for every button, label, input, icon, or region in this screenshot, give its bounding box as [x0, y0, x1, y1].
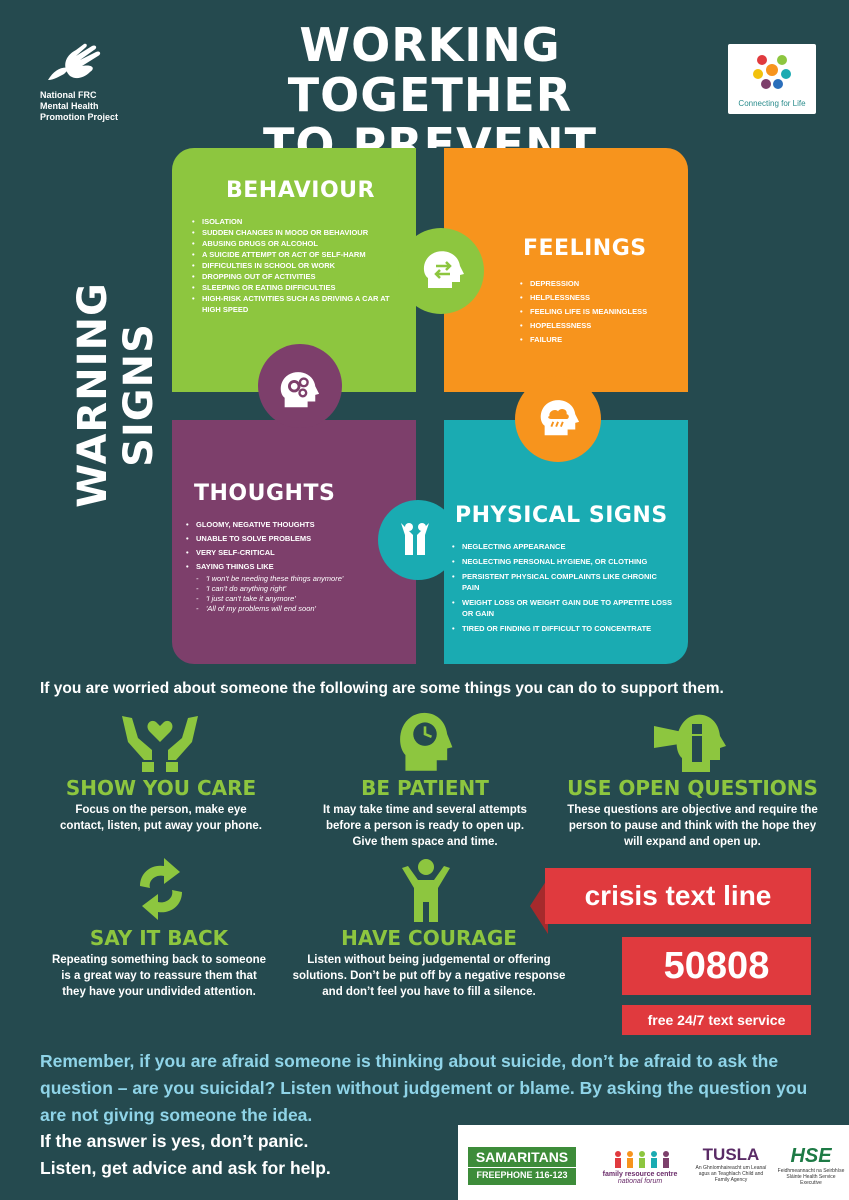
- remember-text: Remember, if you are afraid someone is t…: [40, 1051, 808, 1125]
- frc-sub: national forum: [617, 1178, 663, 1185]
- list-item: HELPLESSNESS: [520, 291, 680, 305]
- list-item: HOPELESSNESS: [520, 319, 680, 333]
- after-line2: Listen, get advice and ask for help.: [40, 1158, 331, 1178]
- samaritans-phone: FREEPHONE 116-123: [468, 1167, 576, 1182]
- have-courage-desc: Listen without being judgemental or offe…: [292, 954, 566, 998]
- quote-item: 'All of my problems will end soon': [186, 604, 376, 614]
- tusla-name: TUSLA: [702, 1145, 760, 1164]
- puzzle-gap-horizontal: [172, 392, 688, 420]
- org-logo: National FRC Mental Health Promotion Pro…: [40, 40, 150, 123]
- physical-list: NEGLECTING APPEARANCE NEGLECTING PERSONA…: [452, 541, 672, 634]
- list-item: ISOLATION: [192, 216, 402, 227]
- feelings-piece: [444, 148, 688, 392]
- warning-signs-label: WARNING SIGNS: [70, 282, 162, 508]
- quote-item: 'I can't do anything right': [186, 584, 376, 594]
- thoughts-list: GLOOMY, NEGATIVE THOUGHTS UNABLE TO SOLV…: [186, 518, 376, 614]
- list-item: NEGLECTING APPEARANCE: [452, 541, 672, 552]
- hse-logo: HSE Feidhmeannacht na Seirbhíse Sláinte …: [776, 1145, 846, 1186]
- person-arms-up-icon: [398, 858, 454, 926]
- use-open-questions-desc: These questions are objective and requir…: [567, 804, 818, 848]
- list-item: SAYING THINGS LIKE: [186, 560, 376, 574]
- quote-item: 'I just can't take it anymore': [186, 594, 376, 604]
- head-gears-icon: [276, 368, 322, 414]
- crisis-number: 50808: [622, 937, 811, 995]
- cfl-circle-icon: [753, 55, 791, 89]
- use-open-questions: USE OPEN QUESTIONS These questions are o…: [565, 776, 820, 850]
- feelings-title: FEELINGS: [523, 236, 647, 261]
- list-item: UNABLE TO SOLVE PROBLEMS: [186, 532, 376, 546]
- recycle-arrows-icon: [128, 856, 194, 922]
- samaritans-logo: SAMARITANS FREEPHONE 116-123: [468, 1147, 576, 1185]
- crisis-text-line-label: crisis text line: [545, 868, 811, 924]
- crisis-service: free 24/7 text service: [622, 1005, 811, 1035]
- title-line1: WORKING TOGETHER: [287, 18, 573, 122]
- list-item: PERSISTENT PHYSICAL COMPLAINTS LIKE CHRO…: [452, 571, 672, 593]
- tusla-logo: TUSLA An Ghníomhaireacht um Leanaí agus …: [693, 1145, 769, 1183]
- list-item: DEPRESSION: [520, 277, 680, 291]
- heart-hands-icon: [110, 712, 210, 774]
- list-item: ABUSING DRUGS OR ALCOHOL: [192, 238, 402, 249]
- list-item: A SUICIDE ATTEMPT OR ACT OF SELF-HARM: [192, 249, 402, 260]
- head-clock-icon: [395, 708, 455, 776]
- physical-title: PHYSICAL SIGNS: [455, 503, 668, 528]
- behaviour-title: BEHAVIOUR: [226, 178, 375, 203]
- tusla-sub: An Ghníomhaireacht um Leanaí agus an Tea…: [695, 1165, 767, 1183]
- org-name-line3: Promotion Project: [40, 112, 119, 122]
- head-cloud-icon: [536, 396, 582, 442]
- cfl-label: Connecting for Life: [738, 99, 806, 108]
- say-it-back-title: SAY IT BACK: [89, 926, 229, 950]
- list-item: DROPPING OUT OF ACTIVITIES: [192, 271, 402, 282]
- support-intro: If you are worried about someone the fol…: [40, 680, 724, 697]
- list-item: GLOOMY, NEGATIVE THOUGHTS: [186, 518, 376, 532]
- behaviour-list: ISOLATION SUDDEN CHANGES IN MOOD OR BEHA…: [192, 216, 402, 315]
- have-courage-title: HAVE COURAGE: [341, 926, 517, 950]
- be-patient: BE PATIENT It may take time and several …: [318, 776, 532, 850]
- list-item: VERY SELF-CRITICAL: [186, 546, 376, 560]
- list-item: WEIGHT LOSS OR WEIGHT GAIN DUE TO APPETI…: [452, 597, 672, 619]
- list-item: NEGLECTING PERSONAL HYGIENE, OR CLOTHING: [452, 556, 672, 567]
- samaritans-name: SAMARITANS: [475, 1149, 569, 1165]
- show-you-care: SHOW YOU CARE Focus on the person, make …: [56, 776, 266, 834]
- have-courage: HAVE COURAGE Listen without being judgem…: [284, 926, 574, 1000]
- footer-logos: SAMARITANS FREEPHONE 116-123 family reso…: [458, 1125, 849, 1200]
- person-jump-icon: [392, 516, 438, 562]
- be-patient-title: BE PATIENT: [361, 776, 489, 800]
- hse-sub: Feidhmeannacht na Seirbhíse Sláinte Heal…: [777, 1168, 845, 1186]
- show-you-care-title: SHOW YOU CARE: [65, 776, 257, 800]
- people-icon: [615, 1151, 669, 1168]
- crisis-ribbon-tail: [530, 878, 548, 934]
- be-patient-desc: It may take time and several attempts be…: [323, 804, 527, 848]
- org-name-line1: National FRC: [40, 90, 97, 100]
- hands-icon: [48, 43, 101, 80]
- quote-item: 'I won't be needing these things anymore…: [186, 574, 376, 584]
- list-item: HIGH-RISK ACTIVITIES SUCH AS DRIVING A C…: [192, 293, 402, 315]
- list-item: FAILURE: [520, 333, 680, 347]
- connecting-for-life-logo: Connecting for Life: [728, 44, 816, 114]
- list-item: DIFFICULTIES IN SCHOOL OR WORK: [192, 260, 402, 271]
- after-line1: If the answer is yes, don’t panic.: [40, 1131, 309, 1151]
- lighthouse-head-icon: [652, 708, 732, 776]
- list-item: SLEEPING OR EATING DIFFICULTIES: [192, 282, 402, 293]
- list-item: FEELING LIFE IS MEANINGLESS: [520, 305, 680, 319]
- head-arrows-icon: [418, 246, 468, 296]
- list-item: SUDDEN CHANGES IN MOOD OR BEHAVIOUR: [192, 227, 402, 238]
- hse-name: HSE: [790, 1145, 832, 1167]
- thoughts-title: THOUGHTS: [194, 481, 336, 506]
- list-item: TIRED OR FINDING IT DIFFICULT TO CONCENT…: [452, 623, 672, 634]
- feelings-list: DEPRESSION HELPLESSNESS FEELING LIFE IS …: [520, 277, 680, 347]
- show-you-care-desc: Focus on the person, make eye contact, l…: [60, 804, 262, 832]
- frc-logo: family resource centre national forum: [594, 1149, 686, 1185]
- frc-name: family resource centre: [602, 1171, 678, 1178]
- org-name-line2: Mental Health: [40, 101, 99, 111]
- say-it-back-desc: Repeating something back to someone is a…: [51, 954, 267, 998]
- say-it-back: SAY IT BACK Repeating something back to …: [48, 926, 270, 1000]
- use-open-questions-title: USE OPEN QUESTIONS: [567, 776, 818, 800]
